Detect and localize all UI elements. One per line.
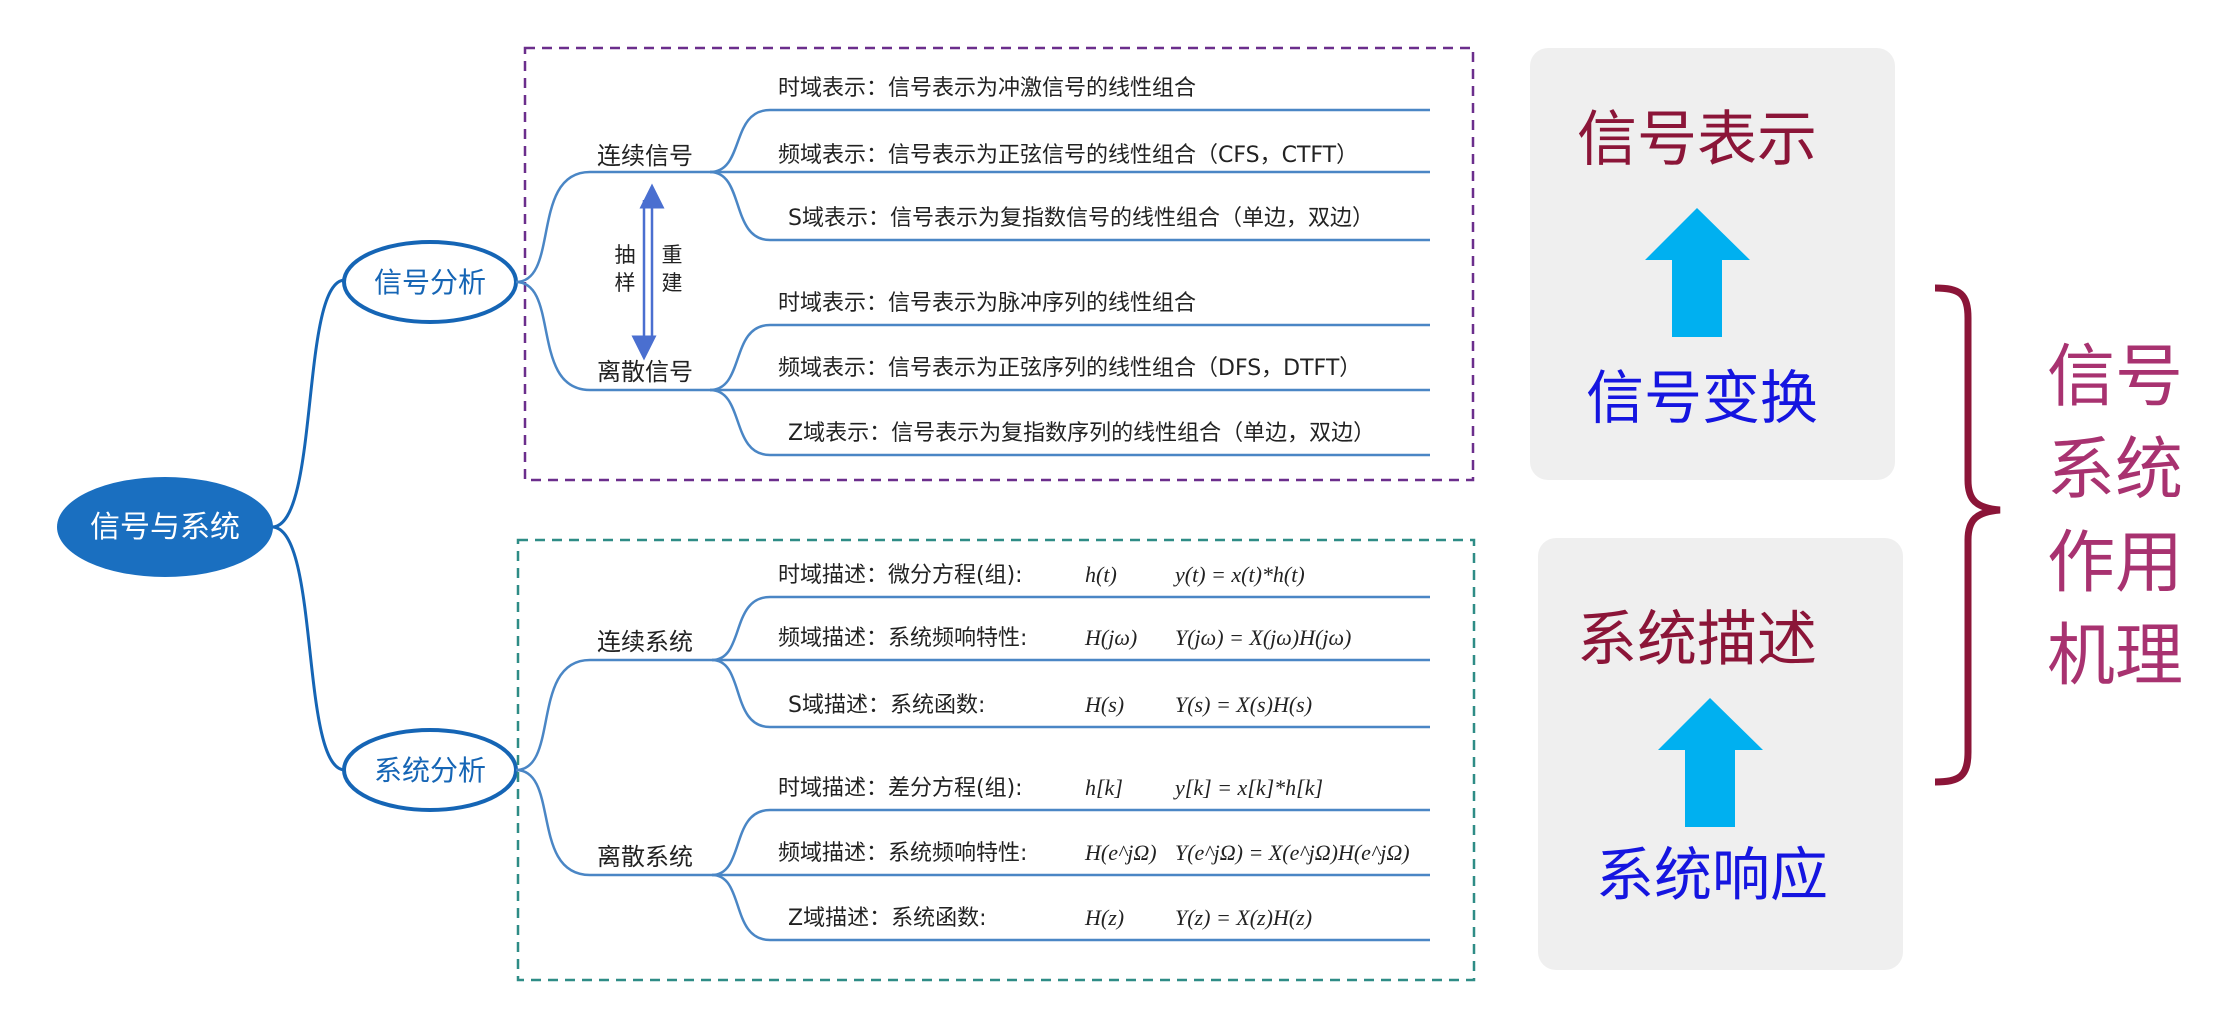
cs-time-item: 时域表示：信号表示为冲激信号的线性组合 (778, 76, 1196, 101)
mechanism-text: 信号 系统 作用 机理 (2047, 338, 2183, 696)
connector-root-system (271, 525, 346, 772)
csys-s-label: S域描述：系统函数: (788, 693, 985, 718)
csys-time-label: 时域描述：微分方程(组): (778, 563, 1023, 588)
csys-freq-f2: Y(jω) = X(jω)H(jω) (1175, 625, 1351, 650)
system-analysis-node[interactable]: 系统分析 (342, 728, 518, 812)
connector-root-signal (271, 278, 346, 529)
csys-s-f1: H(s) (1084, 692, 1124, 717)
sampling-char-1: 抽 (615, 243, 636, 267)
ds-time-item: 时域表示：信号表示为脉冲序列的线性组合 (778, 291, 1196, 316)
sampling-char-2: 样 (615, 271, 636, 295)
dsys-freq-f2: Y(e^jΩ) = X(e^jΩ)H(e^jΩ) (1175, 840, 1410, 865)
signal-representation-title: 信号表示 (1577, 105, 1817, 175)
curly-brace (1934, 284, 2001, 786)
up-arrow-icon (1645, 208, 1750, 337)
system-analysis-label: 系统分析 (374, 754, 486, 787)
signal-frame (523, 46, 1475, 482)
discrete-signal-label: 离散信号 (597, 358, 693, 386)
discrete-signal-items: 时域表示：信号表示为脉冲序列的线性组合 频域表示：信号表示为正弦序列的线性组合（… (778, 291, 1375, 446)
dsys-z-f1: H(z) (1084, 905, 1124, 930)
system-description-title: 系统描述 (1577, 605, 1817, 675)
dsys-time-f2: y[k] = x[k]*h[k] (1173, 775, 1323, 800)
discrete-system-label: 离散系统 (597, 843, 693, 871)
mechanism-line-2: 系统 (2047, 431, 2183, 510)
signal-analysis-label: 信号分析 (374, 266, 486, 299)
mechanism-line-3: 作用 (2047, 524, 2183, 603)
ds-freq-item: 频域表示：信号表示为正弦序列的线性组合（DFS，DTFT） (778, 356, 1361, 381)
continuous-signal-label: 连续信号 (597, 142, 693, 170)
dsys-time-label: 时域描述：差分方程(组): (778, 776, 1023, 801)
signal-transform-subtitle: 信号变换 (1586, 364, 1818, 432)
system-response-subtitle: 系统响应 (1596, 841, 1828, 909)
system-frame (516, 538, 1476, 982)
csys-freq-label: 频域描述：系统频响特性: (778, 626, 1027, 651)
ds-z-item: Z域表示：信号表示为复指数序列的线性组合（单边，双边） (788, 421, 1375, 446)
system-description-box: 系统描述 系统响应 (1538, 538, 1903, 970)
reconstruction-char-1: 重 (662, 243, 683, 267)
dsys-z-f2: Y(z) = X(z)H(z) (1175, 905, 1312, 930)
mechanism-line-4: 机理 (2047, 617, 2183, 696)
dsys-time-f1: h[k] (1085, 775, 1123, 800)
root-connectors (271, 278, 346, 772)
csys-time-f1: h(t) (1085, 562, 1117, 587)
csys-time-f2: y(t) = x(t)*h(t) (1173, 562, 1305, 587)
cs-freq-item: 频域表示：信号表示为正弦信号的线性组合（CFS，CTFT） (778, 143, 1358, 168)
system-connectors (515, 595, 1430, 942)
dsys-freq-label: 频域描述：系统频响特性: (778, 841, 1027, 866)
up-arrow-icon-2 (1658, 698, 1763, 827)
reconstruction-char-2: 建 (662, 271, 683, 295)
continuous-system-label: 连续系统 (597, 628, 693, 656)
root-node[interactable]: 信号与系统 (57, 477, 273, 577)
discrete-system-items: 时域描述：差分方程(组): h[k] y[k] = x[k]*h[k] 频域描述… (778, 775, 1410, 931)
csys-freq-f1: H(jω) (1084, 625, 1137, 650)
continuous-system-items: 时域描述：微分方程(组): h(t) y(t) = x(t)*h(t) 频域描述… (778, 562, 1351, 718)
sampling-reconstruction: 抽 样 重 建 (615, 183, 683, 361)
cs-s-item: S域表示：信号表示为复指数信号的线性组合（单边，双边） (788, 206, 1374, 231)
continuous-signal-items: 时域表示：信号表示为冲激信号的线性组合 频域表示：信号表示为正弦信号的线性组合（… (778, 76, 1374, 231)
signal-connectors (515, 108, 1430, 457)
signal-representation-box: 信号表示 信号变换 (1530, 48, 1895, 480)
dsys-z-label: Z域描述：系统函数: (788, 906, 986, 931)
root-label: 信号与系统 (90, 510, 240, 545)
mechanism-line-1: 信号 (2047, 338, 2183, 417)
dsys-freq-f1: H(e^jΩ) (1084, 840, 1157, 865)
csys-s-f2: Y(s) = X(s)H(s) (1175, 692, 1312, 717)
signal-analysis-node[interactable]: 信号分析 (342, 240, 518, 324)
